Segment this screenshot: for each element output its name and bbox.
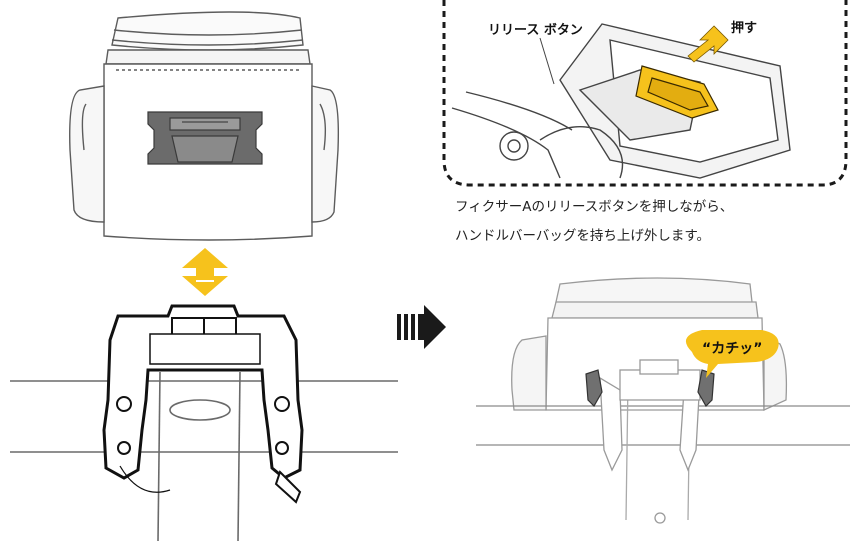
push-label: 押す (731, 20, 757, 36)
handlebar (10, 371, 398, 541)
release-button-callout: リリース ボタン 押す (442, 0, 848, 187)
up-down-arrow-icon (182, 248, 228, 296)
click-sound-bubble: “カチッ” (685, 330, 779, 378)
fixer-mount (102, 304, 304, 504)
bag-back-view (69, 11, 340, 241)
fixer-plate (147, 111, 263, 165)
next-step-arrow-icon (397, 305, 446, 349)
push-arrow-icon (687, 25, 729, 63)
release-button (635, 65, 719, 119)
release-button-label: リリース ボタン (488, 22, 583, 38)
release-button-leader-line (539, 37, 555, 85)
fixer-latch-hooks (585, 369, 715, 407)
bag-attached-view (476, 277, 850, 524)
click-sound-text: “カチッ” (702, 341, 762, 357)
instruction-line-2: ハンドルバーバッグを持ち上げ外します。 (455, 228, 711, 244)
instruction-line-1: フィクサーAのリリースボタンを押しながら、 (455, 199, 734, 215)
